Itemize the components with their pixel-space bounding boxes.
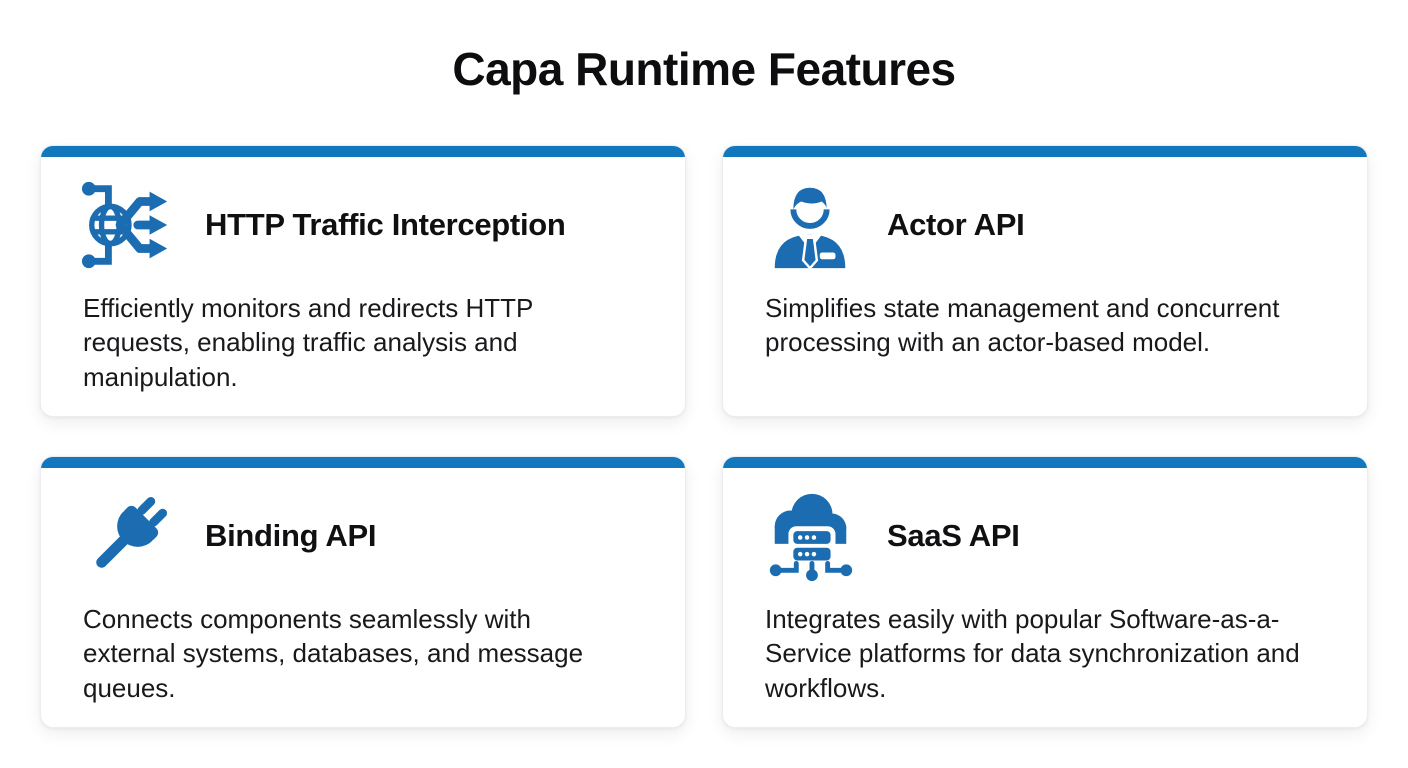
- card-description: Efficiently monitors and redirects HTTP …: [83, 293, 533, 392]
- traffic-interception-icon: [79, 176, 177, 274]
- card-title: SaaS API: [887, 517, 1020, 553]
- card-title: Binding API: [205, 517, 377, 553]
- actor-person-icon: [761, 176, 859, 274]
- cloud-server-icon: [761, 487, 859, 585]
- card-description: Integrates easily with popular Software-…: [765, 604, 1300, 703]
- card-accent-bar: [723, 146, 1367, 157]
- card-accent-bar: [41, 146, 685, 157]
- card-actor-api: Actor API Simplifies state management an…: [722, 145, 1368, 417]
- card-title: HTTP Traffic Interception: [205, 206, 566, 242]
- card-title: Actor API: [887, 206, 1025, 242]
- card-binding-api: Binding API Connects components seamless…: [40, 456, 686, 728]
- plug-icon: [79, 487, 177, 585]
- card-saas-api: SaaS API Integrates easily with popular …: [722, 456, 1368, 728]
- feature-cards-grid: HTTP Traffic Interception Efficiently mo…: [40, 145, 1368, 728]
- card-header: Binding API: [41, 468, 685, 586]
- card-header: SaaS API: [723, 468, 1367, 586]
- card-description: Connects components seamlessly with exte…: [83, 604, 584, 703]
- card-accent-bar: [41, 457, 685, 468]
- page-title: Capa Runtime Features: [452, 43, 956, 95]
- card-http-traffic-interception: HTTP Traffic Interception Efficiently mo…: [40, 145, 686, 417]
- card-accent-bar: [723, 457, 1367, 468]
- card-description: Simplifies state management and concurre…: [765, 293, 1280, 358]
- card-header: Actor API: [723, 157, 1367, 275]
- card-header: HTTP Traffic Interception: [41, 157, 685, 275]
